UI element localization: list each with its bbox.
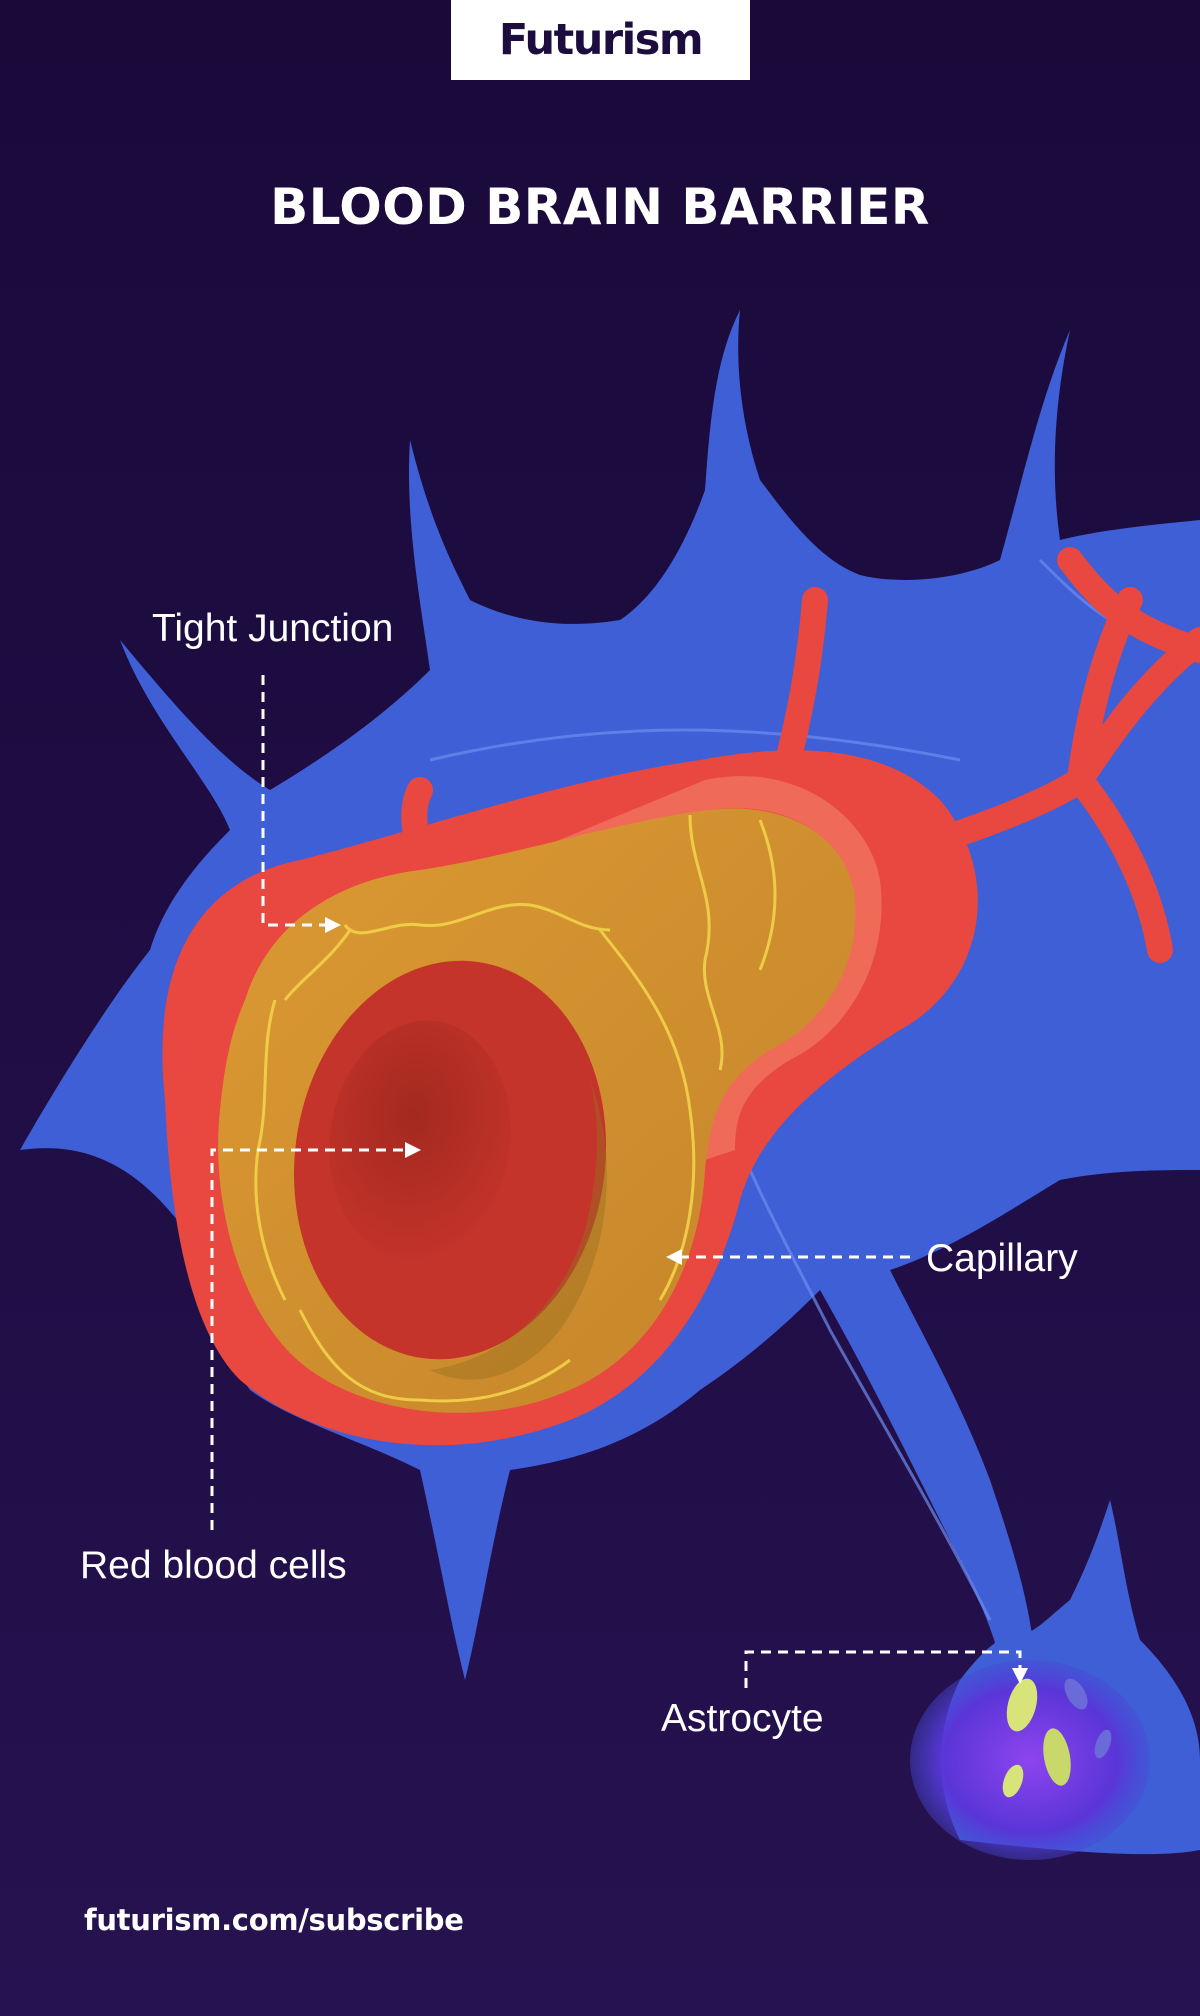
logo-text: Futurism <box>499 15 702 65</box>
label-red-blood-cells: Red blood cells <box>80 1544 347 1588</box>
label-tight-junction: Tight Junction <box>152 607 393 651</box>
futurism-logo[interactable]: Futurism <box>451 0 750 80</box>
page-title: BLOOD BRAIN BARRIER <box>0 178 1200 236</box>
label-capillary: Capillary <box>926 1237 1078 1281</box>
label-astrocyte: Astrocyte <box>661 1697 824 1741</box>
subscribe-link[interactable]: futurism.com/subscribe <box>84 1903 464 1937</box>
